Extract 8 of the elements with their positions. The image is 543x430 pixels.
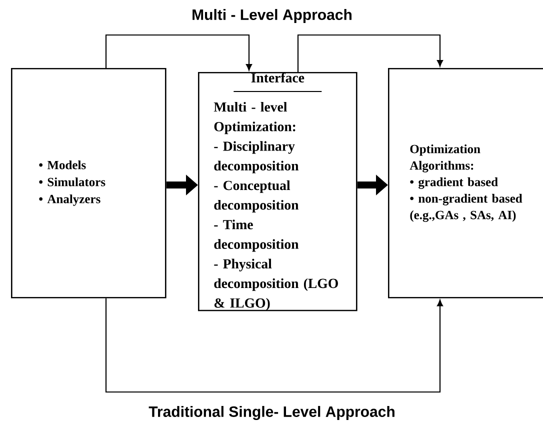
caption: Traditional Single- Level Approach: [148, 406, 394, 420]
title: Multi - Level Approach: [192, 9, 352, 23]
connector-arrow: [105, 298, 443, 393]
process-box: • Models • Simulators • Analyzers: [11, 68, 166, 298]
process-box: Optimization Algorithms: • gradient based • non-gradient based (e.g.,GAs , SAs, AI): [388, 68, 543, 298]
connector-arrow: [297, 34, 443, 72]
process-box: Interface Multi - level Optimization: - Disciplinary decomposition - Conceptual decomposition - Time decomposition - Physical decomposition (LGO & ILGO): [198, 72, 358, 312]
connector-arrow: [105, 34, 252, 71]
